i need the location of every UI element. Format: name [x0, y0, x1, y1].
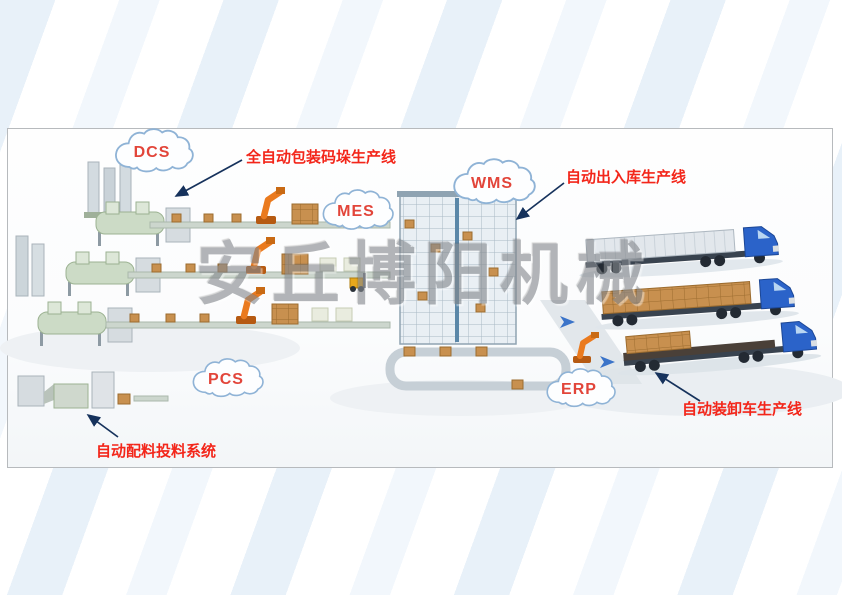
cloud-erp: ERP [542, 367, 616, 413]
cloud-mes-label: MES [337, 203, 375, 220]
annotation-inout-warehouse-line: 自动出入库生产线 [566, 169, 687, 186]
cloud-dcs: DCS [110, 127, 194, 179]
cloud-mes: MES [318, 188, 394, 236]
watermark-text: 安丘博阳机械 [196, 237, 653, 313]
cloud-dcs-label: DCS [133, 144, 171, 161]
annotation-packaging-line: 全自动包装码垛生产线 [246, 149, 397, 166]
cloud-shape [115, 128, 194, 173]
cloud-wms-label: WMS [470, 175, 514, 192]
cloud-pcs-label: PCS [208, 371, 244, 388]
cloud-pcs: PCS [188, 357, 264, 403]
cloud-wms: WMS [448, 157, 536, 211]
annotation-batching-system: 自动配料投料系统 [96, 443, 217, 460]
annotation-loading-line: 自动装卸车生产线 [682, 401, 803, 418]
cloud-erp-label: ERP [561, 381, 597, 398]
